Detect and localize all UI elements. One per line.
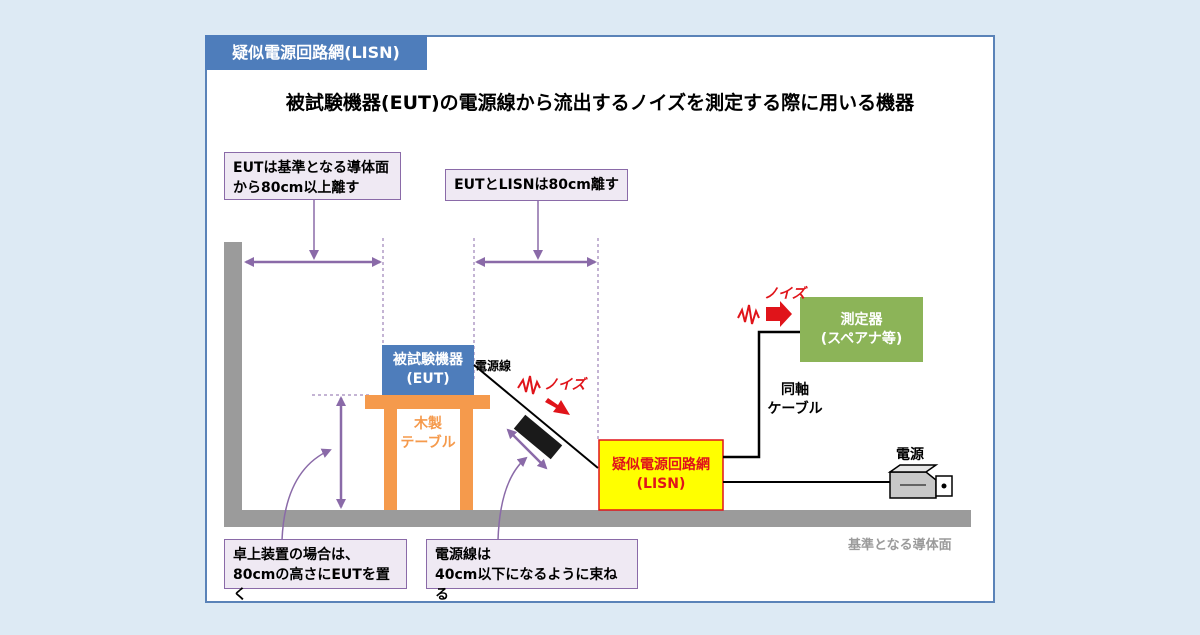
ground-plane-label: 基準となる導体面 — [848, 538, 952, 553]
power-source-label: 電源 — [896, 447, 924, 463]
table-label-line: テーブル — [400, 435, 456, 451]
power-cable-label: 電源線 — [475, 359, 512, 373]
coax-label-line: 同軸 — [781, 382, 809, 398]
table-top — [365, 395, 490, 409]
noise-zigzag — [517, 375, 541, 395]
callout-line: 電源線は — [435, 547, 491, 563]
callout-line: 40cm以下になるように束ねる — [435, 567, 618, 603]
power-cable — [473, 364, 599, 469]
callout-pointer — [497, 456, 528, 541]
diagram-heading: 被試験機器(EUT)の電源線から流出するノイズを測定する際に用いる機器 — [285, 92, 915, 114]
meter-label-line: 測定器 — [840, 311, 883, 328]
meter-box — [800, 297, 923, 362]
callout-desktop-height: 卓上装置の場合は、 80cmの高さにEUTを置く — [224, 539, 407, 603]
lisn-label-line: 疑似電源回路網 — [612, 457, 710, 473]
callout-eut-lisn-distance: EUTとLISNは80cm離す — [445, 169, 628, 201]
table-label: 木製 テーブル — [395, 413, 461, 455]
section-tab: 疑似電源回路網(LISN) — [205, 35, 427, 70]
power-plug-icon — [887, 464, 953, 499]
meter-label: 測定器 (スペアナ等) — [800, 297, 923, 362]
callout-line: から80cm以上離す — [233, 180, 360, 196]
coax-label-line: ケーブル — [767, 401, 823, 417]
noise-arrow — [766, 301, 792, 327]
callout-line: EUTは基準となる導体面 — [233, 160, 390, 176]
eut-label: 被試験機器 (EUT) — [382, 345, 474, 395]
table-leg-right — [460, 409, 473, 510]
lisn-label: 疑似電源回路網 (LISN) — [599, 440, 723, 510]
meter-label-line: (スペアナ等) — [820, 330, 903, 347]
callout-line: 80cmの高さにEUTを置く — [233, 567, 390, 603]
table-leg-left — [384, 409, 397, 510]
callout-cable-length: 電源線は 40cm以下になるように束ねる — [426, 539, 638, 603]
callout-pointer — [281, 448, 332, 541]
coax-label: 同軸 ケーブル — [760, 380, 830, 420]
callout-line: EUTとLISNは80cm離す — [454, 177, 619, 193]
eut-box — [382, 345, 474, 395]
noise-arrow — [545, 398, 570, 415]
noise-label: ノイズ — [764, 286, 806, 302]
callout-eut-distance: EUTは基準となる導体面 から80cm以上離す — [224, 152, 401, 200]
coax-cable — [723, 330, 800, 459]
eut-label-line: (EUT) — [406, 371, 450, 387]
table-label-line: 木製 — [414, 416, 442, 432]
noise-zigzag — [737, 304, 760, 325]
lisn-box — [598, 439, 724, 511]
cable-length-arrow — [506, 428, 548, 470]
eut-label-line: 被試験機器 — [393, 352, 463, 368]
noise-label: ノイズ — [544, 377, 586, 393]
cable-bundle — [513, 414, 563, 460]
callout-line: 卓上装置の場合は、 — [233, 547, 359, 563]
lisn-label-line: (LISN) — [636, 476, 686, 492]
